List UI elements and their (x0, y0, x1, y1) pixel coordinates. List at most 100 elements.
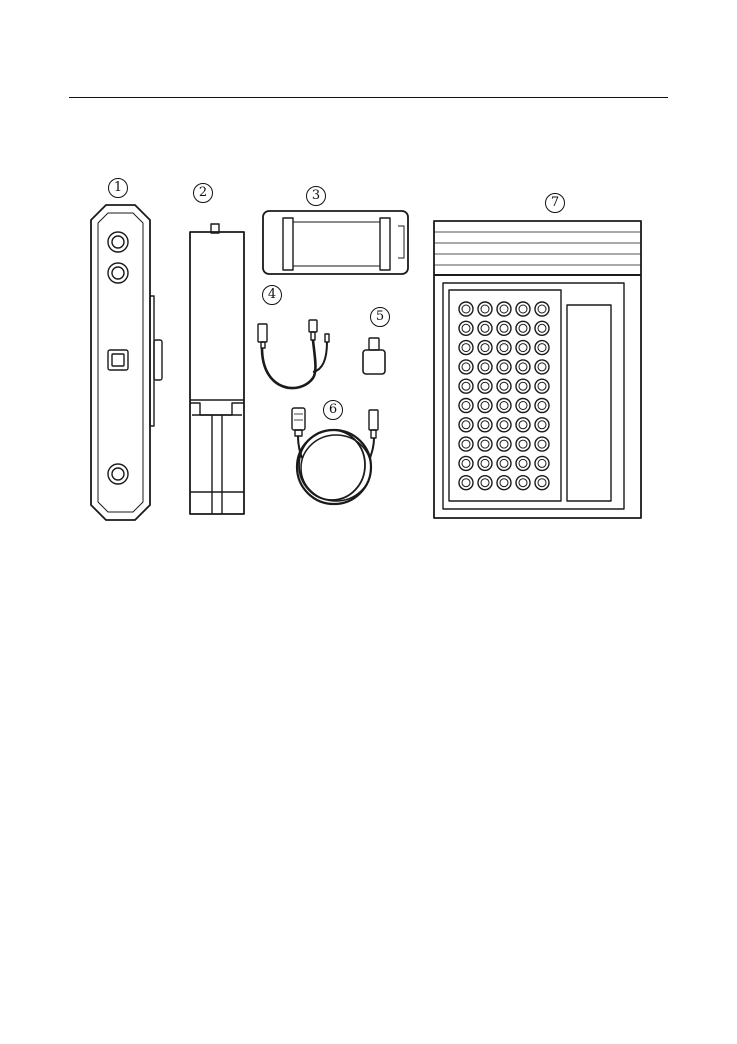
calibration-dot-inner (462, 459, 470, 467)
calibration-dot-inner (481, 305, 489, 313)
callout-2: 2 (193, 183, 213, 203)
scanner-lens-bottom (108, 464, 128, 484)
calibration-dot (516, 379, 530, 393)
calibration-dot (459, 399, 473, 413)
calibration-dot-inner (538, 459, 546, 467)
calibration-dot (497, 437, 511, 451)
calibration-dot-inner (462, 479, 470, 487)
calibration-dot-inner (519, 324, 527, 332)
calibration-dot-inner (538, 402, 546, 410)
callout-5: 5 (370, 307, 390, 327)
calibration-dot-inner (500, 382, 508, 390)
calibration-dot (478, 437, 492, 451)
calibration-dot-inner (538, 421, 546, 429)
calibration-dot (478, 399, 492, 413)
calibration-dot (516, 437, 530, 451)
calibration-dot (535, 302, 549, 316)
calibration-dot (535, 418, 549, 432)
calibration-dot-inner (500, 402, 508, 410)
calibration-dot-inner (500, 479, 508, 487)
calibration-dot (516, 302, 530, 316)
calibration-dot (459, 476, 473, 490)
callout-4: 4 (262, 285, 282, 305)
calibration-dot (535, 379, 549, 393)
calibration-dot (497, 321, 511, 335)
calibration-dot (535, 456, 549, 470)
calibration-dot-inner (538, 440, 546, 448)
calibration-dot-inner (481, 421, 489, 429)
calibration-dot (478, 476, 492, 490)
calibration-dot (516, 321, 530, 335)
calibration-dot-inner (481, 459, 489, 467)
calibration-dot-inner (519, 382, 527, 390)
calibration-dot-inner (500, 421, 508, 429)
calibration-dot (497, 341, 511, 355)
calibration-dot (516, 341, 530, 355)
scanner-lens-top (108, 232, 128, 252)
calibration-dot-inner (538, 382, 546, 390)
calibration-dot-inner (481, 440, 489, 448)
calibration-dot (478, 379, 492, 393)
calibration-dot-inner (462, 305, 470, 313)
calibration-dot-inner (481, 479, 489, 487)
calibration-dot (516, 418, 530, 432)
label-panel (567, 305, 611, 501)
calibration-dot-grid (459, 302, 549, 490)
calibration-dot (459, 456, 473, 470)
calibration-dot (459, 379, 473, 393)
calibration-dot-inner (519, 479, 527, 487)
calibration-dot-inner (462, 421, 470, 429)
calibration-dot-inner (500, 305, 508, 313)
coiled-cable (292, 408, 378, 504)
scanner-lens-middle (108, 263, 128, 283)
calibration-dot-inner (500, 344, 508, 352)
calibration-dot-inner (462, 440, 470, 448)
calibration-dot (459, 302, 473, 316)
calibration-dot (497, 379, 511, 393)
calibration-dot (497, 418, 511, 432)
calibration-dot (535, 476, 549, 490)
calibration-dot-inner (519, 459, 527, 467)
calibration-dot-inner (519, 344, 527, 352)
calibration-dot-inner (462, 402, 470, 410)
callout-3: 3 (306, 186, 326, 206)
calibration-dot-inner (538, 479, 546, 487)
calibration-dot (516, 360, 530, 374)
calibration-dot-inner (462, 324, 470, 332)
phone-holder (263, 211, 408, 274)
calibration-board (434, 221, 641, 518)
calibration-dot (459, 418, 473, 432)
calibration-dot-inner (519, 363, 527, 371)
calibration-dot (535, 341, 549, 355)
calibration-dot (459, 360, 473, 374)
handle-stand (190, 224, 244, 514)
calibration-dot-inner (462, 344, 470, 352)
calibration-dot (535, 360, 549, 374)
calibration-dot (459, 341, 473, 355)
callout-6: 6 (323, 400, 343, 420)
calibration-dot-inner (500, 324, 508, 332)
calibration-dot-inner (481, 382, 489, 390)
calibration-dot-inner (519, 421, 527, 429)
calibration-dot-inner (500, 363, 508, 371)
calibration-dot-inner (519, 440, 527, 448)
calibration-dot-inner (462, 382, 470, 390)
calibration-dot (478, 341, 492, 355)
calibration-dot (497, 399, 511, 413)
calibration-dot (497, 476, 511, 490)
calibration-dot (497, 456, 511, 470)
scanner-mount-knob (154, 340, 162, 380)
calibration-dot (478, 321, 492, 335)
calibration-dot (516, 456, 530, 470)
calibration-dot-inner (481, 363, 489, 371)
calibration-dot-inner (481, 402, 489, 410)
calibration-dot (497, 302, 511, 316)
callout-7: 7 (545, 193, 565, 213)
calibration-dot (478, 302, 492, 316)
calibration-dot (478, 418, 492, 432)
usb-adapter (363, 338, 385, 374)
calibration-dot-inner (481, 344, 489, 352)
calibration-dot (497, 360, 511, 374)
calibration-dot-inner (538, 324, 546, 332)
